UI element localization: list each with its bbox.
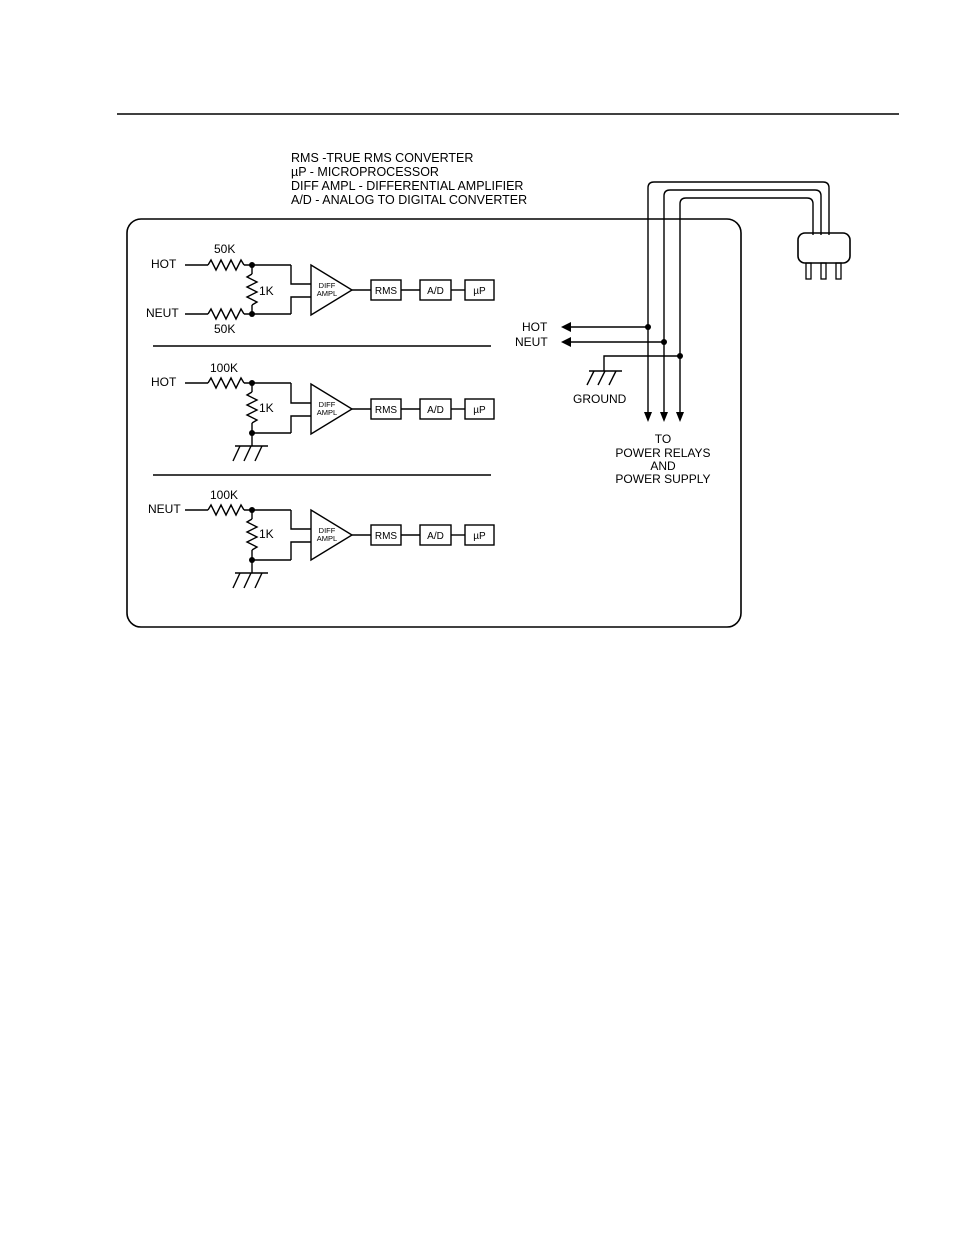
legend-line: µP - MICROPROCESSOR — [291, 165, 439, 179]
input-hot-label: HOT — [151, 375, 177, 389]
up-block: µP — [473, 531, 486, 542]
resistor-value: 50K — [214, 242, 235, 256]
ad-block: A/D — [427, 286, 444, 297]
ad-block: A/D — [427, 531, 444, 542]
ground-label: GROUND — [573, 392, 627, 406]
legend-line: A/D - ANALOG TO DIGITAL CONVERTER — [291, 193, 527, 207]
rms-block: RMS — [375, 286, 398, 297]
amp-label: AMPL — [317, 408, 337, 417]
supply-arrows — [644, 412, 684, 422]
amp-label: DIFF — [319, 400, 336, 409]
amp-label: DIFF — [319, 526, 336, 535]
up-block: µP — [473, 286, 486, 297]
legend: RMS -TRUE RMS CONVERTER µP - MICROPROCES… — [291, 151, 527, 207]
ad-block: A/D — [427, 405, 444, 416]
legend-line: RMS -TRUE RMS CONVERTER — [291, 151, 473, 165]
output-taps — [561, 322, 683, 386]
resistor-value: 100K — [210, 361, 238, 375]
resistor-value: 100K — [210, 488, 238, 502]
to-label: POWER RELAYS — [615, 446, 710, 460]
divider-value: 1K — [259, 527, 274, 541]
plug — [797, 232, 851, 280]
rms-block: RMS — [375, 405, 398, 416]
divider-value: 1K — [259, 284, 274, 298]
channel-1 — [185, 258, 495, 321]
amp-label: DIFF — [319, 281, 336, 290]
divider-value: 1K — [259, 401, 274, 415]
amp-label: AMPL — [317, 534, 337, 543]
to-label: AND — [650, 459, 676, 473]
channel-2 — [185, 376, 495, 462]
output-hot-label: HOT — [522, 320, 548, 334]
input-neut-label: NEUT — [146, 306, 179, 320]
input-hot-label: HOT — [151, 257, 177, 271]
legend-line: DIFF AMPL - DIFFERENTIAL AMPLIFIER — [291, 179, 523, 193]
output-neut-label: NEUT — [515, 335, 548, 349]
resistor-value: 50K — [214, 322, 235, 336]
rms-block: RMS — [375, 531, 398, 542]
amp-label: AMPL — [317, 289, 337, 298]
up-block: µP — [473, 405, 486, 416]
to-label: TO — [655, 432, 671, 446]
channel-3 — [185, 503, 495, 589]
power-cord — [647, 181, 830, 418]
enclosure — [126, 218, 742, 628]
input-neut-label: NEUT — [148, 502, 181, 516]
to-label: POWER SUPPLY — [615, 472, 710, 486]
